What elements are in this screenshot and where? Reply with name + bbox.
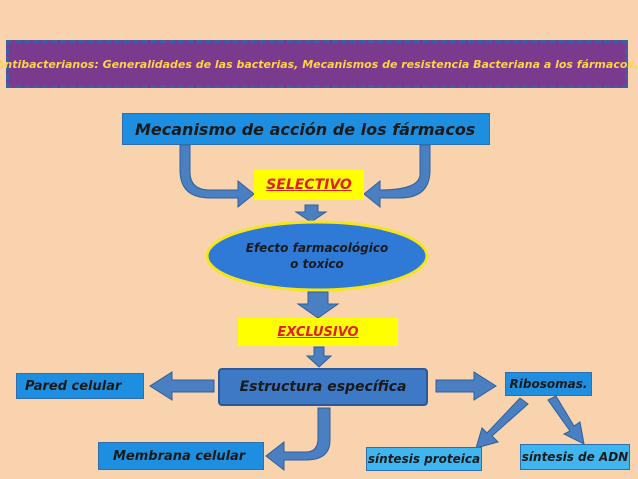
left-arrow-estructura-to-pared [149,371,215,401]
selectivo-label: SELECTIVO [266,177,352,193]
down-arrow-efecto-to-exclusivo [296,291,340,319]
mecanismo-label: Mecanismo de acción de los fármacos [135,119,476,139]
efecto-ellipse [205,220,429,292]
title-text: Antibacterianos: Generalidades de las ba… [0,57,638,71]
down-arrow-selectivo-to-efecto [294,204,328,223]
ribosomas-box: Ribosomas. [505,372,592,396]
membrana-label: Membrana celular [113,448,246,464]
pared-label: Pared celular [25,378,122,394]
efecto-label: Efecto farmacológico o toxico [222,232,412,280]
membrana-box: Membrana celular [98,442,264,470]
efecto-label-line1: Efecto farmacológico [245,241,389,255]
adn-label: síntesis de ADN [521,450,629,464]
proteica-box: síntesis proteica [366,447,482,471]
proteica-label: síntesis proteica [367,452,481,466]
ribosomas-label: Ribosomas. [509,377,588,391]
exclusivo-label: EXCLUSIVO [277,324,359,340]
down-arrow-exclusivo-to-estructura [305,346,333,368]
diagonal-arrow-ribosomas-to-adn [547,395,585,445]
efecto-label-line2: o toxico [290,257,344,271]
curved-arrow-estructura-to-membrana [265,407,331,472]
right-arrow-estructura-to-ribosomas [435,371,497,401]
estructura-box: Estructura específica [218,368,428,406]
estructura-label: Estructura específica [239,379,407,395]
curved-arrow-right-to-selectivo [363,144,431,209]
mecanismo-box: Mecanismo de acción de los fármacos [122,113,490,145]
diagonal-arrow-ribosomas-to-proteica [475,397,529,449]
pared-box: Pared celular [16,373,144,399]
adn-box: síntesis de ADN [520,444,630,470]
exclusivo-box: EXCLUSIVO [238,318,398,346]
curved-arrow-left-to-selectivo [179,144,255,209]
title-banner: Antibacterianos: Generalidades de las ba… [0,40,638,88]
selectivo-box: SELECTIVO [254,170,364,200]
